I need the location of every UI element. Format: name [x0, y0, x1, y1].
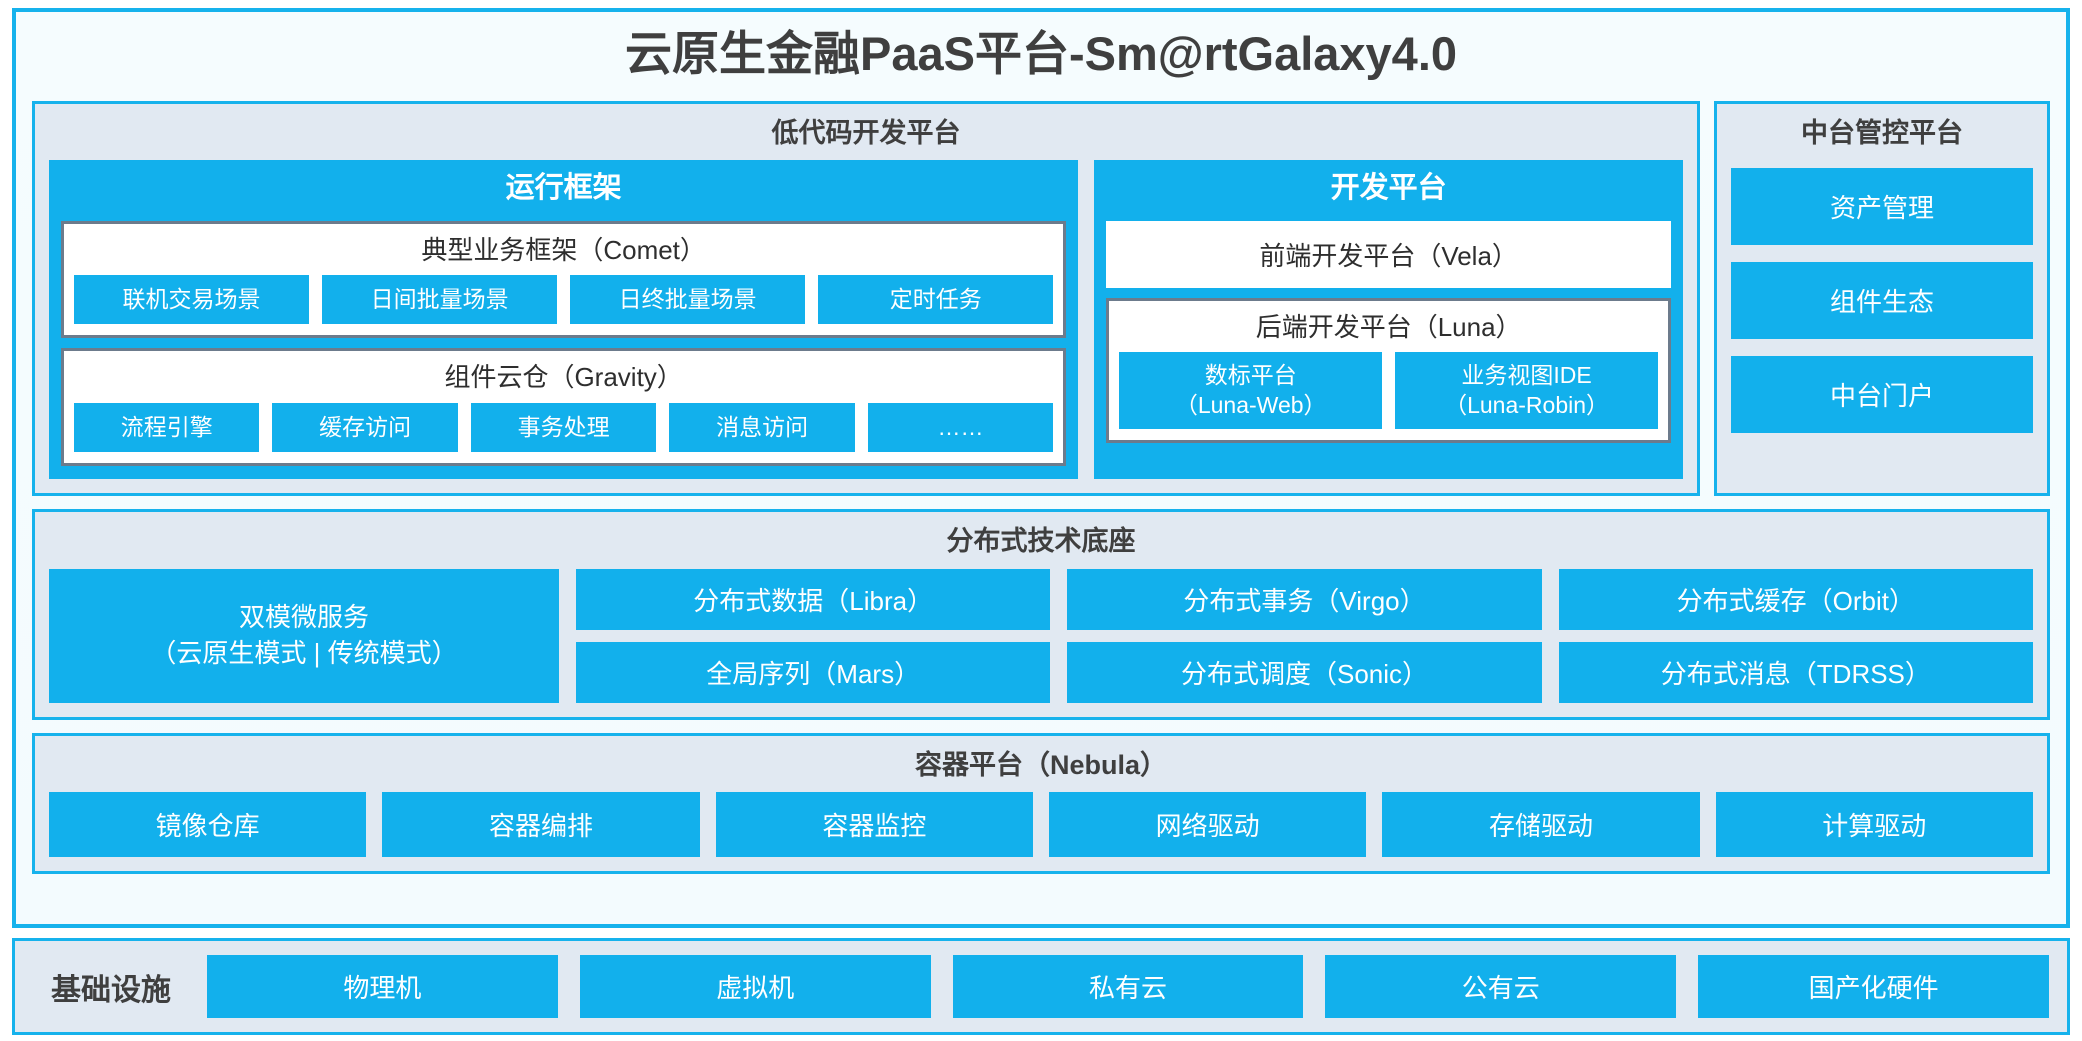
comet-item[interactable]: 定时任务 [818, 275, 1054, 325]
gravity-item[interactable]: 消息访问 [669, 403, 855, 452]
console-item-list: 资产管理 组件生态 中台门户 [1731, 160, 2033, 434]
development-platform-block: 开发平台 前端开发平台（Vela） 后端开发平台（Luna） 数标平台（Luna… [1094, 160, 1683, 479]
lowcode-platform-body: 运行框架 典型业务框架（Comet） 联机交易场景 日间批量场景 日终批量场景 … [49, 160, 1683, 479]
luna-robin-item[interactable]: 业务视图IDE（Luna-Robin） [1395, 352, 1658, 430]
comet-chip-row: 联机交易场景 日间批量场景 日终批量场景 定时任务 [74, 275, 1054, 325]
distributed-item-sonic[interactable]: 分布式调度（Sonic） [1067, 641, 1542, 703]
distributed-item-orbit[interactable]: 分布式缓存（Orbit） [1558, 568, 2034, 630]
infrastructure-label: 基础设施 [51, 973, 171, 1007]
infrastructure-item-list: 物理机 虚拟机 私有云 公有云 国产化硬件 [207, 955, 2049, 1018]
infrastructure-item-public-cloud[interactable]: 公有云 [1325, 955, 1677, 1018]
comet-item[interactable]: 联机交易场景 [74, 275, 310, 325]
gravity-item-ellipsis[interactable]: …… [867, 403, 1054, 452]
comet-item[interactable]: 日间批量场景 [322, 275, 558, 325]
container-item-orchestration[interactable]: 容器编排 [382, 792, 700, 858]
distributed-item-tdrss[interactable]: 分布式消息（TDRSS） [1558, 641, 2034, 703]
gravity-item[interactable]: 流程引擎 [74, 403, 260, 452]
upper-row: 低代码开发平台 运行框架 典型业务框架（Comet） 联机交易场景 日间批量场景… [32, 100, 2050, 496]
infrastructure-panel: 基础设施 物理机 虚拟机 私有云 公有云 国产化硬件 [12, 938, 2070, 1035]
console-item-portal[interactable]: 中台门户 [1731, 356, 2033, 434]
container-item-compute-driver[interactable]: 计算驱动 [1715, 792, 2033, 858]
gravity-card: 组件云仓（Gravity） 流程引擎 缓存访问 事务处理 消息访问 …… [61, 348, 1067, 466]
container-platform-panel: 容器平台（Nebula） 镜像仓库 容器编排 容器监控 网络驱动 存储驱动 计算… [32, 732, 2050, 875]
distributed-column: 分布式缓存（Orbit） 分布式消息（TDRSS） [1558, 568, 2034, 703]
distributed-foundation-body: 双模微服务（云原生模式 | 传统模式） 分布式数据（Libra） 全局序列（Ma… [49, 568, 2034, 703]
container-item-network-driver[interactable]: 网络驱动 [1048, 792, 1367, 858]
distributed-column: 分布式数据（Libra） 全局序列（Mars） [576, 568, 1051, 703]
lowcode-platform-title: 低代码开发平台 [771, 117, 961, 148]
runtime-framework-title: 运行框架 [505, 172, 622, 205]
console-item-component-ecosystem[interactable]: 组件生态 [1731, 262, 2033, 340]
console-platform-panel: 中台管控平台 资产管理 组件生态 中台门户 [1714, 100, 2050, 496]
infrastructure-item-private-cloud[interactable]: 私有云 [952, 955, 1304, 1018]
luna-backend-title: 后端开发平台（Luna） [1255, 311, 1522, 342]
infrastructure-item-physical-machine[interactable]: 物理机 [207, 955, 558, 1018]
console-item-asset-management[interactable]: 资产管理 [1731, 168, 2033, 246]
infrastructure-item-virtual-machine[interactable]: 虚拟机 [579, 955, 931, 1018]
console-platform-title: 中台管控平台 [1801, 117, 1963, 148]
gravity-title: 组件云仓（Gravity） [444, 362, 683, 393]
page-title: 云原生金融PaaS平台-Sm@rtGalaxy4.0 [624, 27, 1458, 80]
container-item-image-registry[interactable]: 镜像仓库 [49, 792, 367, 858]
gravity-item[interactable]: 事务处理 [470, 403, 657, 452]
container-platform-body: 镜像仓库 容器编排 容器监控 网络驱动 存储驱动 计算驱动 [49, 792, 2033, 858]
comet-item[interactable]: 日终批量场景 [570, 275, 806, 325]
infrastructure-item-domestic-hardware[interactable]: 国产化硬件 [1698, 955, 2049, 1018]
luna-backend-card: 后端开发平台（Luna） 数标平台（Luna-Web） 业务视图IDE（Luna… [1106, 297, 1671, 444]
container-item-monitoring[interactable]: 容器监控 [715, 792, 1033, 858]
gravity-item[interactable]: 缓存访问 [272, 403, 458, 452]
distributed-item-libra[interactable]: 分布式数据（Libra） [576, 568, 1051, 630]
distributed-item-virgo[interactable]: 分布式事务（Virgo） [1067, 568, 1542, 630]
comet-card: 典型业务框架（Comet） 联机交易场景 日间批量场景 日终批量场景 定时任务 [61, 220, 1067, 339]
runtime-framework-block: 运行框架 典型业务框架（Comet） 联机交易场景 日间批量场景 日终批量场景 … [49, 160, 1079, 479]
luna-chip-row: 数标平台（Luna-Web） 业务视图IDE（Luna-Robin） [1119, 352, 1658, 430]
lowcode-platform-panel: 低代码开发平台 运行框架 典型业务框架（Comet） 联机交易场景 日间批量场景… [32, 100, 1700, 496]
comet-title: 典型业务框架（Comet） [421, 234, 706, 265]
main-frame: 云原生金融PaaS平台-Sm@rtGalaxy4.0 低代码开发平台 运行框架 … [12, 8, 2070, 928]
distributed-item-mars[interactable]: 全局序列（Mars） [576, 641, 1051, 703]
container-item-storage-driver[interactable]: 存储驱动 [1382, 792, 1700, 858]
dual-mode-microservice-item[interactable]: 双模微服务（云原生模式 | 传统模式） [49, 568, 560, 703]
distributed-foundation-panel: 分布式技术底座 双模微服务（云原生模式 | 传统模式） 分布式数据（Libra）… [32, 508, 2050, 720]
vela-frontend-platform[interactable]: 前端开发平台（Vela） [1106, 220, 1671, 288]
distributed-foundation-title: 分布式技术底座 [946, 525, 1136, 556]
development-platform-title: 开发平台 [1330, 172, 1447, 205]
distributed-column: 分布式事务（Virgo） 分布式调度（Sonic） [1067, 568, 1542, 703]
container-platform-title: 容器平台（Nebula） [914, 749, 1168, 780]
luna-web-item[interactable]: 数标平台（Luna-Web） [1119, 352, 1383, 430]
gravity-chip-row: 流程引擎 缓存访问 事务处理 消息访问 …… [74, 403, 1054, 452]
